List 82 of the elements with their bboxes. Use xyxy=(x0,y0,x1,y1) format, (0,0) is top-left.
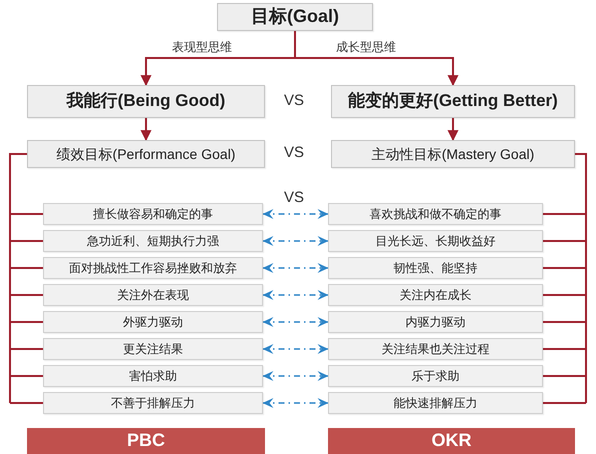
bracket-line xyxy=(543,402,586,404)
bracket-line xyxy=(10,294,43,296)
system-banner xyxy=(27,428,265,454)
bracket-line xyxy=(543,267,586,269)
trait-box xyxy=(328,365,543,387)
trait-text: 关注内在成长 xyxy=(400,288,472,302)
double-arrow xyxy=(262,398,329,408)
trait-text: 能快速排解压力 xyxy=(394,396,478,410)
bracket-line xyxy=(543,321,586,323)
versus-label: VS xyxy=(284,92,304,110)
trait-box xyxy=(43,230,263,252)
trait-text: 面对挑战性工作容易挫败和放弃 xyxy=(69,260,237,276)
trait-text: 害怕求助 xyxy=(129,368,177,384)
edge-label: 成长型思维 xyxy=(336,40,396,54)
goal-title: 目标(Goal) xyxy=(251,6,339,28)
goal-box xyxy=(217,3,373,31)
arrow xyxy=(140,118,152,142)
trait-box xyxy=(43,392,263,414)
system-banner xyxy=(328,428,575,454)
double-arrow xyxy=(262,263,329,273)
double-arrow xyxy=(262,344,329,354)
double-arrow xyxy=(262,236,329,246)
bracket-line xyxy=(543,213,586,215)
connector-line xyxy=(294,31,296,58)
trait-text: 内驱力驱动 xyxy=(406,314,466,330)
arrow xyxy=(448,118,458,142)
versus-label: VS xyxy=(284,189,304,207)
trait-text: 韧性强、能坚持 xyxy=(394,260,478,276)
trait-box xyxy=(328,203,543,225)
trait-text: 关注结果也关注过程 xyxy=(382,342,490,356)
trait-text: 喜欢挑战和做不确定的事 xyxy=(370,206,502,222)
trait-box xyxy=(328,311,543,333)
trait-text: 不善于排解压力 xyxy=(111,396,195,410)
double-arrow xyxy=(262,209,329,219)
bracket-line xyxy=(10,240,43,242)
trait-box xyxy=(43,284,263,306)
bracket-line xyxy=(543,375,586,377)
trait-box xyxy=(43,203,263,225)
banner-label: PBC xyxy=(126,430,165,452)
double-arrow xyxy=(262,290,329,300)
double-arrow xyxy=(262,317,329,327)
trait-text: 目光长远、长期收益好 xyxy=(376,234,496,248)
trait-box xyxy=(43,365,263,387)
mindset-box xyxy=(27,85,265,118)
bracket-line xyxy=(10,348,43,350)
bracket-line xyxy=(575,153,587,403)
trait-box xyxy=(328,338,543,360)
bracket-line xyxy=(10,267,43,269)
mindset-label: 能变的更好(Getting Better) xyxy=(348,91,558,112)
bracket-line xyxy=(543,240,586,242)
trait-text: 更关注结果 xyxy=(123,342,183,356)
trait-text: 关注外在表现 xyxy=(117,288,189,302)
arrow xyxy=(140,57,295,86)
bracket-line xyxy=(10,321,43,323)
trait-text: 乐于求助 xyxy=(412,368,460,384)
arrow xyxy=(295,57,458,86)
bracket-line xyxy=(9,153,27,403)
trait-box xyxy=(43,338,263,360)
trait-text: 急功近利、短期执行力强 xyxy=(87,234,219,248)
double-arrow xyxy=(262,371,329,381)
bracket-line xyxy=(543,348,586,350)
goal-type-box xyxy=(27,140,265,168)
trait-box xyxy=(328,230,543,252)
banner-label: OKR xyxy=(432,430,472,452)
goal-type-label: 绩效目标(Performance Goal) xyxy=(56,146,236,162)
versus-label: VS xyxy=(284,144,304,162)
trait-box xyxy=(43,257,263,279)
mindset-label: 我能行(Being Good) xyxy=(66,91,226,112)
trait-box xyxy=(43,311,263,333)
trait-text: 外驱力驱动 xyxy=(123,314,183,330)
mindset-box xyxy=(331,85,575,118)
goal-type-label: 主动性目标(Mastery Goal) xyxy=(372,146,534,162)
trait-box xyxy=(328,257,543,279)
bracket-line xyxy=(10,213,43,215)
bracket-line xyxy=(10,375,43,377)
edge-label: 表现型思维 xyxy=(172,40,232,54)
bracket-line xyxy=(10,402,43,404)
trait-text: 擅长做容易和确定的事 xyxy=(93,206,213,222)
trait-box xyxy=(328,284,543,306)
trait-box xyxy=(328,392,543,414)
goal-type-box xyxy=(331,140,575,168)
bracket-line xyxy=(543,294,586,296)
